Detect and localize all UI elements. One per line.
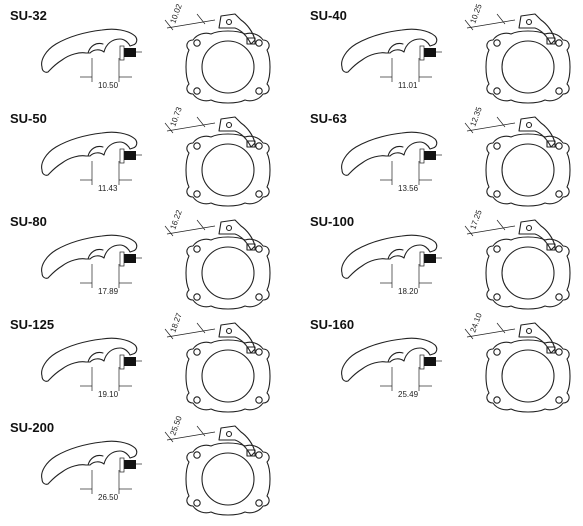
su-100-clamp-width-dimension: 18.20	[398, 287, 419, 296]
su-200-head-offset-dimension: 25.50	[168, 414, 183, 436]
su-63-group: SU-63 13.56 12.35	[310, 105, 571, 207]
su-40-label: SU-40	[310, 8, 347, 23]
su-40-group: SU-40 11.01 10.25	[310, 2, 571, 104]
su-40-clamp-width-dimension: 11.01	[398, 81, 418, 90]
su-125-group: SU-125 19.10 18.27	[10, 311, 271, 413]
su-80-group: SU-80 17.89 16.22	[10, 208, 271, 310]
su-100-latch-block	[424, 254, 436, 263]
su-100-clamp-side-view: 18.20	[341, 234, 442, 296]
su-100-label: SU-100	[310, 214, 354, 229]
su-50-ring-front-view: 10.73	[164, 105, 271, 207]
su-160-clamp-width-dimension: 25.49	[398, 390, 419, 399]
su-50-clamp-width-dimension: 11.43	[98, 184, 118, 193]
su-125-latch-block	[124, 357, 136, 366]
su-200-clamp-side-view: 26.50	[41, 440, 142, 502]
su-63-clamp-side-view: 13.56	[341, 131, 442, 193]
su-80-label: SU-80	[10, 214, 47, 229]
su-125-label: SU-125	[10, 317, 54, 332]
su-160-ring-front-view: 24.10	[464, 311, 571, 413]
su-63-label: SU-63	[310, 111, 347, 126]
su-50-group: SU-50 11.43 10.73	[10, 105, 271, 207]
su-63-latch-block	[424, 151, 436, 160]
su-50-head-offset-dimension: 10.73	[168, 105, 183, 127]
su-63-head-offset-dimension: 12.35	[468, 105, 483, 127]
su-200-clamp-width-dimension: 26.50	[98, 493, 119, 502]
su-100-group: SU-100 18.20 17.25	[310, 208, 571, 310]
su-40-head-offset-dimension: 10.25	[468, 2, 483, 24]
su-40-latch-block	[424, 48, 436, 57]
su-80-latch-block	[124, 254, 136, 263]
su-160-label: SU-160	[310, 317, 354, 332]
su-200-ring-front-view: 25.50	[164, 414, 271, 516]
su-40-clamp-side-view: 11.01	[341, 28, 442, 90]
su-160-latch-block	[424, 357, 436, 366]
su-160-head-offset-dimension: 24.10	[468, 311, 483, 333]
su-32-clamp-side-view: 10.50	[41, 28, 142, 90]
su-32-latch-block	[124, 48, 136, 57]
su-32-clamp-width-dimension: 10.50	[98, 81, 119, 90]
su-63-clamp-width-dimension: 13.56	[398, 184, 419, 193]
su-125-ring-front-view: 18.27	[164, 311, 271, 413]
su-200-group: SU-200 26.50 25.50	[10, 414, 271, 516]
su-160-group: SU-160 25.49 24.10	[310, 311, 571, 413]
su-125-clamp-width-dimension: 19.10	[98, 390, 119, 399]
su-50-label: SU-50	[10, 111, 47, 126]
su-125-head-offset-dimension: 18.27	[168, 311, 183, 333]
su-200-latch-block	[124, 460, 136, 469]
su-32-group: SU-32 10.50 10.02	[10, 2, 271, 104]
su-40-ring-front-view: 10.25	[464, 2, 571, 104]
su-100-ring-front-view: 17.25	[464, 208, 571, 310]
su-50-clamp-side-view: 11.43	[41, 131, 142, 193]
su-32-head-offset-dimension: 10.02	[168, 2, 183, 24]
su-32-label: SU-32	[10, 8, 47, 23]
su-100-head-offset-dimension: 17.25	[468, 208, 483, 230]
su-160-clamp-side-view: 25.49	[341, 337, 442, 399]
su-125-clamp-side-view: 19.10	[41, 337, 142, 399]
su-50-latch-block	[124, 151, 136, 160]
su-80-clamp-side-view: 17.89	[41, 234, 142, 296]
su-80-head-offset-dimension: 16.22	[168, 208, 183, 230]
su-32-ring-front-view: 10.02	[164, 2, 271, 104]
su-200-label: SU-200	[10, 420, 54, 435]
su-63-ring-front-view: 12.35	[464, 105, 571, 207]
su-80-clamp-width-dimension: 17.89	[98, 287, 119, 296]
su-80-ring-front-view: 16.22	[164, 208, 271, 310]
